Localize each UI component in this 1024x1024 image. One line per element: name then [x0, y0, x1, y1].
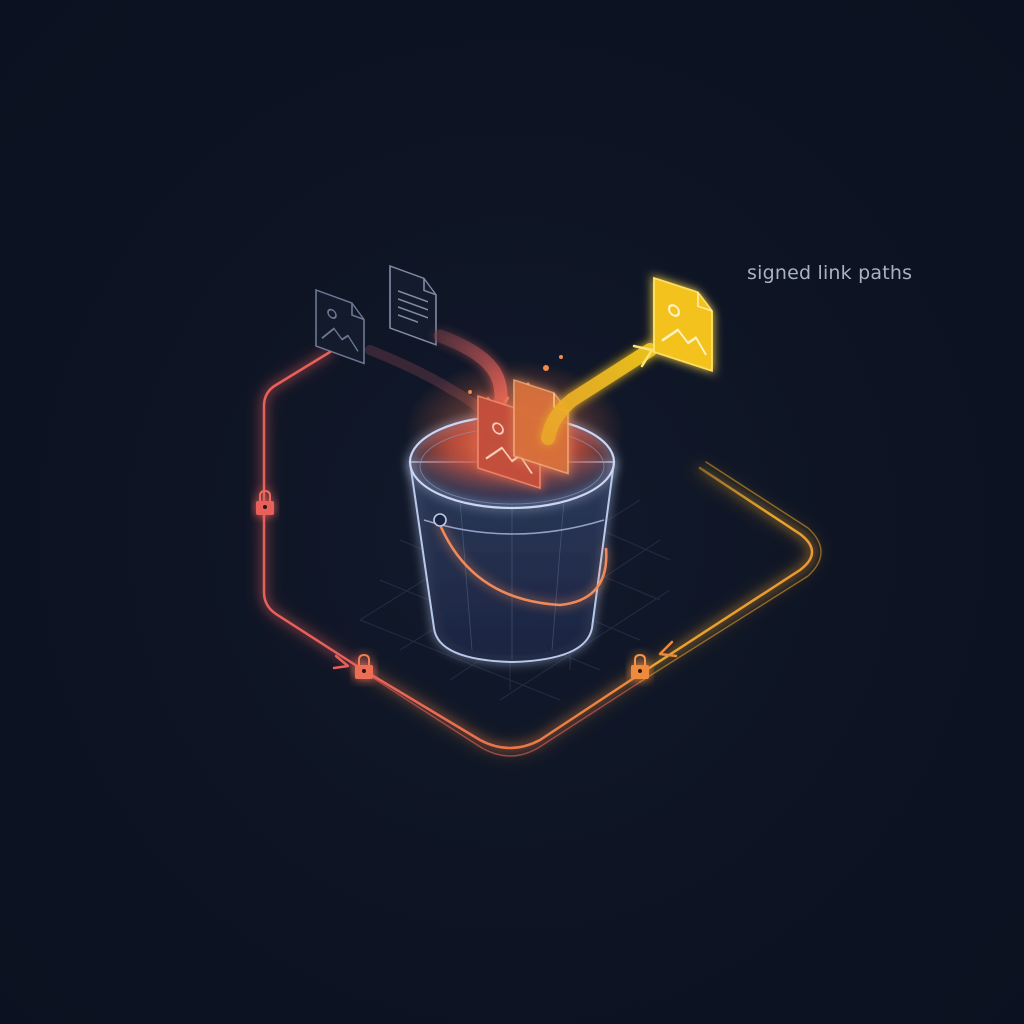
image-file-icon: [315, 288, 365, 365]
lock-icon: [631, 653, 649, 679]
document-file-icon: [389, 264, 437, 346]
bottom-path: [358, 666, 642, 750]
signed-loop-path: [259, 347, 822, 757]
right-arrow-head: [658, 640, 678, 658]
left-arrow-head: [332, 654, 350, 670]
right-path: [638, 466, 814, 676]
signed-image-file-icon: [653, 276, 713, 373]
left-path: [262, 350, 362, 670]
signed-link-stream: [541, 343, 657, 445]
diagram-caption: signed link paths: [747, 262, 913, 284]
lock-icon: [256, 489, 274, 515]
lock-icon: [355, 653, 373, 679]
